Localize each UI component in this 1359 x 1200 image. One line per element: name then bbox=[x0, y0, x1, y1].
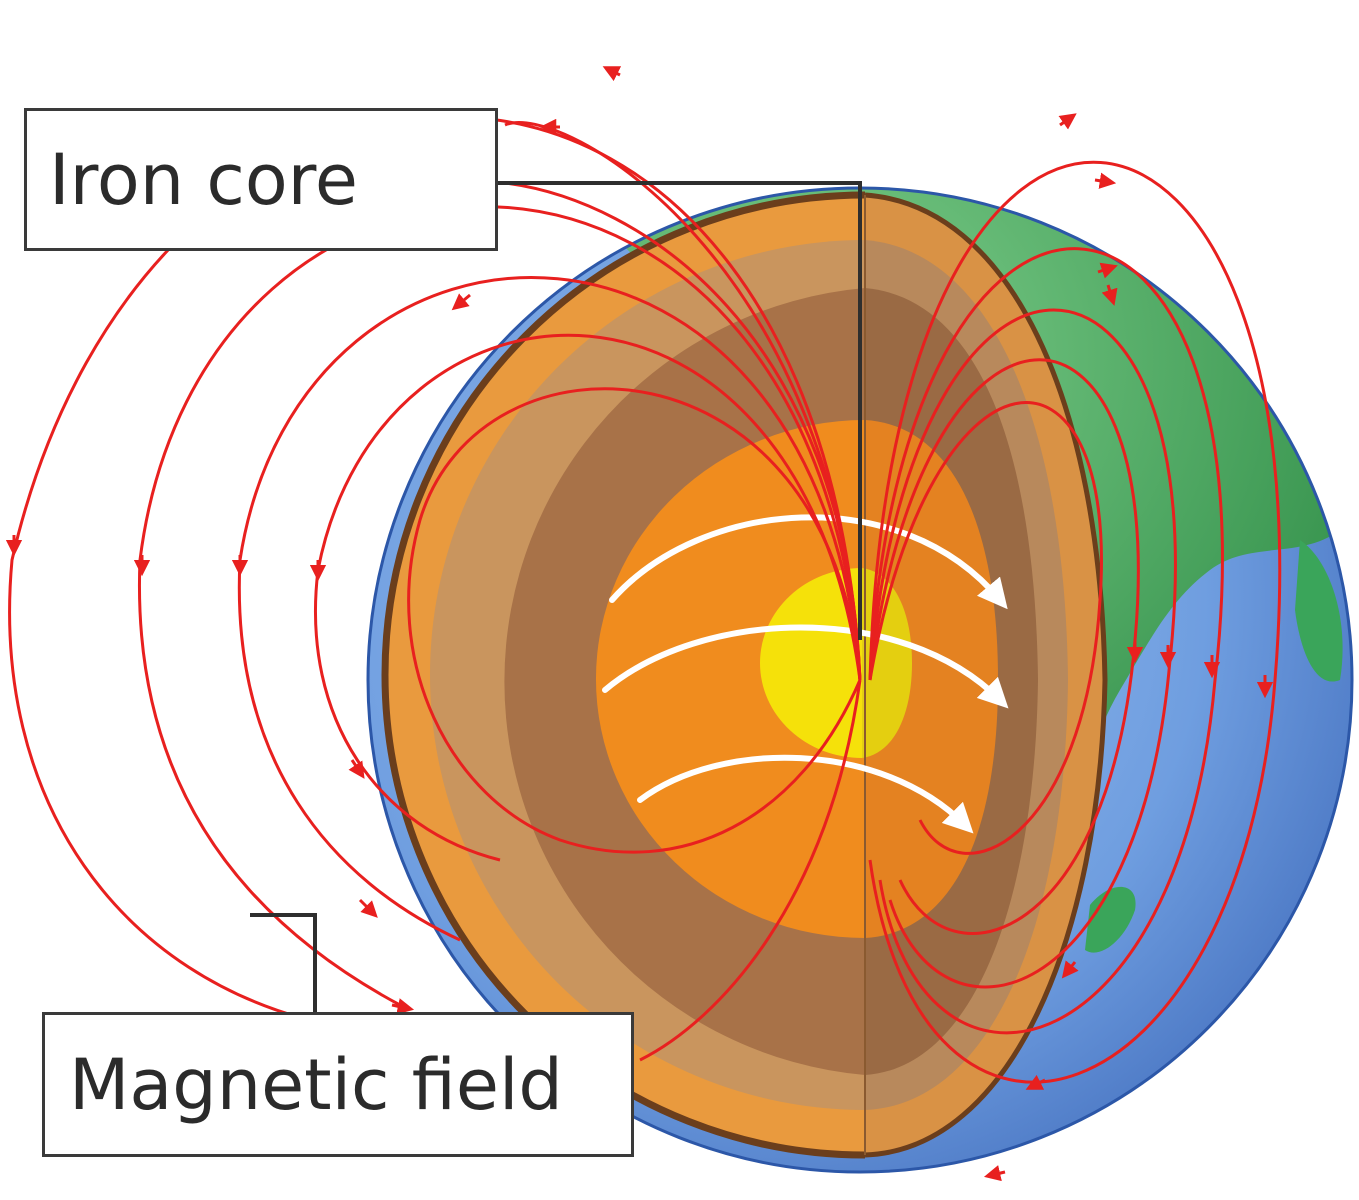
field-line bbox=[8, 115, 862, 1027]
field-arrow bbox=[451, 293, 471, 311]
iron-core-label: Iron core bbox=[24, 108, 498, 251]
field-arrow bbox=[602, 66, 622, 82]
field-line bbox=[137, 205, 862, 1007]
crust-edge-right bbox=[864, 192, 1108, 1158]
field-line bbox=[868, 247, 1224, 1035]
outer-core-left bbox=[595, 420, 865, 938]
field-arrow bbox=[1025, 1074, 1046, 1090]
field-line bbox=[868, 308, 1177, 989]
field-line bbox=[868, 160, 1282, 1084]
field-line bbox=[407, 387, 862, 854]
magnetic-field-label: Magnetic field bbox=[42, 1012, 634, 1157]
magnetic-field-leader bbox=[250, 913, 317, 1012]
field-arrow bbox=[983, 1165, 1006, 1182]
field-line bbox=[313, 333, 862, 862]
field-arrow bbox=[1101, 284, 1118, 306]
iron-core-label-text: Iron core bbox=[49, 138, 358, 221]
island bbox=[1295, 540, 1343, 682]
field-line bbox=[639, 679, 862, 1062]
magnetic-field-lines bbox=[8, 115, 1282, 1084]
crust-edge-left bbox=[381, 191, 866, 1159]
field-line bbox=[868, 401, 1103, 855]
leader-lines bbox=[250, 181, 862, 1012]
magnetic-field-label-text: Magnetic field bbox=[69, 1043, 563, 1126]
field-arrow bbox=[348, 759, 365, 779]
field-line bbox=[237, 276, 862, 942]
field-arrow bbox=[1058, 113, 1077, 130]
convection-arrows bbox=[602, 514, 1009, 834]
field-arrow bbox=[1097, 262, 1118, 279]
inner-core-left bbox=[760, 568, 862, 758]
field-arrow bbox=[1094, 172, 1117, 189]
field-arrow bbox=[391, 998, 415, 1015]
field-arrow bbox=[1061, 960, 1079, 979]
field-direction-arrows bbox=[5, 66, 1274, 1182]
field-line bbox=[504, 181, 862, 681]
iron-core-leader bbox=[498, 181, 862, 640]
convection-arrow bbox=[637, 754, 974, 834]
island bbox=[1085, 886, 1136, 953]
field-arrow bbox=[358, 898, 378, 918]
convection-arrow bbox=[602, 624, 1009, 709]
convection-arrow bbox=[609, 514, 1008, 610]
field-line bbox=[868, 358, 1140, 935]
